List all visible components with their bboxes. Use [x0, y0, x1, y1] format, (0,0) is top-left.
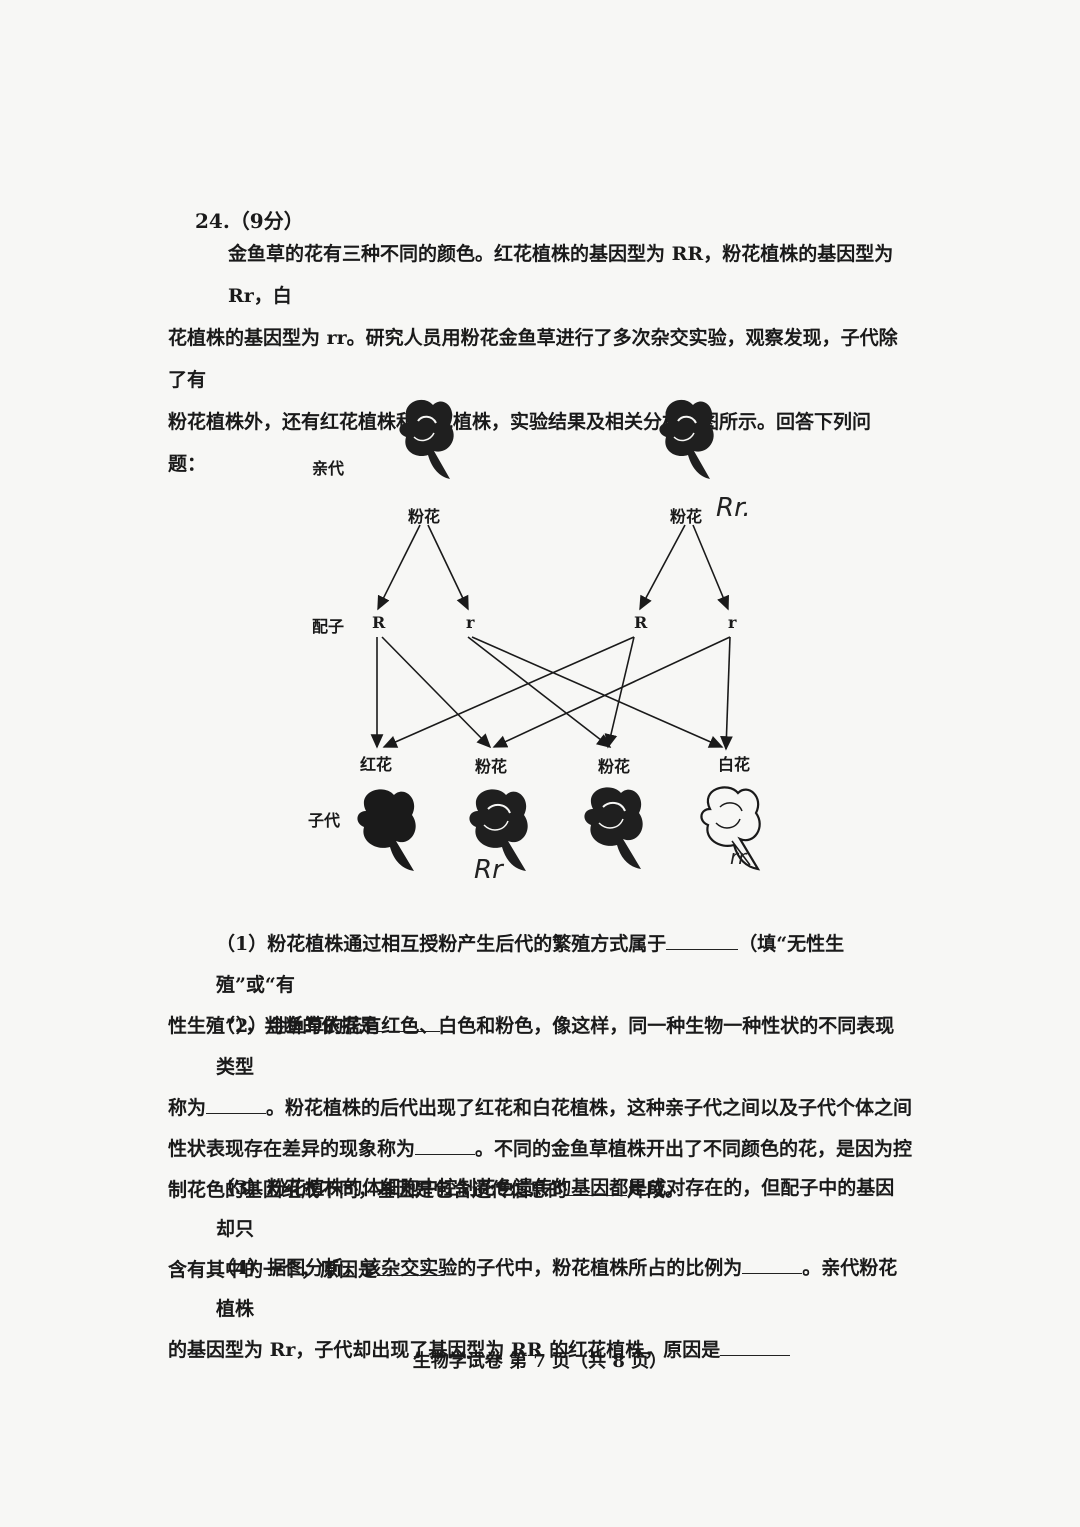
question-text: 称为: [168, 1097, 207, 1119]
handwritten-genotype: Rr: [474, 855, 503, 885]
question-text: 。粉花植株的后代出现了红花和白花植株，这种亲子代之间以及子代个体之间: [266, 1097, 913, 1119]
subquestion-line: （4）据图分析，该杂交实验的子代中，粉花植株所占的比例为。亲代粉花植株: [168, 1248, 913, 1330]
arrow-r2-pink1: [492, 636, 731, 748]
subquestion-2: （2）金鱼草的花有红色、白色和粉色，像这样，同一种生物一种性状的不同表现类型 称…: [168, 1006, 913, 1211]
arrow-p2-r: [692, 524, 729, 611]
answer-blank[interactable]: [378, 1009, 441, 1032]
question-text: 的基因型为 Rr，子代却出现了基因型为 RR 的红花植株，原因是: [168, 1339, 721, 1361]
question-text: 制花色的基因组成不同，基因是包含遗传信息的: [168, 1179, 568, 1201]
question-text: 。亲代粉花植株: [216, 1257, 898, 1320]
row-label-offspring: 子代: [308, 811, 341, 830]
subquestion-line: （3）粉花植株的体细胞中控制花色遗传的基因都是成对存在的，但配子中的基因却只: [168, 1168, 913, 1250]
offspring-flower-icon: [357, 789, 416, 871]
arrow-R-pink1: [381, 636, 492, 749]
arrow-p2-R: [639, 524, 686, 611]
arrow-r-white: [471, 636, 724, 748]
question-text: 片段。: [627, 1179, 685, 1201]
question-text: 性状表现存在差异的现象称为: [168, 1138, 416, 1160]
answer-blank[interactable]: [742, 1251, 803, 1274]
arrow-R2-pink2: [604, 636, 635, 749]
offspring-label: 红花: [360, 755, 393, 774]
question-text: （3）粉花植株的体细胞中控制花色遗传的基因都是成对存在的，但配子中的基因却只: [216, 1177, 895, 1240]
gamete-label: R: [634, 613, 648, 632]
offspring-label: 白花: [718, 755, 751, 774]
question-text: 含有其中的一个，原因是: [168, 1259, 378, 1281]
offspring-flower-icon: [584, 787, 643, 869]
question-text: 。不同的金鱼草植株开出了不同颜色的花，是因为控: [475, 1138, 913, 1160]
page-footer: 生物学试卷 第 7 页（共 8 页）: [412, 1351, 668, 1372]
answer-blank[interactable]: [666, 927, 739, 950]
handwritten-genotype: rr: [730, 845, 747, 869]
intro-line: 花植株的基因型为 rr。研究人员用粉花金鱼草进行了多次杂交实验，观察发现，子代除…: [168, 327, 898, 391]
offspring-flower-icon: [469, 789, 528, 871]
arrow-R2-red: [382, 636, 635, 748]
parent-label: 粉花: [408, 507, 441, 526]
handwritten-genotype: Rr.: [716, 493, 751, 523]
answer-blank[interactable]: [206, 1091, 267, 1114]
subquestion-3: （3）粉花植株的体细胞中控制花色遗传的基因都是成对存在的，但配子中的基因却只 含…: [168, 1168, 913, 1291]
subquestion-4: （4）据图分析，该杂交实验的子代中，粉花植株所占的比例为。亲代粉花植株 的基因型…: [168, 1248, 913, 1371]
offspring-label: 粉花: [598, 757, 631, 776]
cross-arrows: [370, 524, 733, 751]
row-label-gamete: 配子: [312, 617, 345, 636]
answer-blank[interactable]: [377, 1253, 444, 1276]
question-text: （1）粉花植株通过相互授粉产生后代的繁殖方式属于: [216, 933, 667, 955]
offspring-label: 粉花: [475, 757, 508, 776]
question-number: 24.（9分）: [195, 209, 304, 233]
parent-label: 粉花: [670, 507, 703, 526]
answer-blank[interactable]: [720, 1333, 791, 1356]
answer-blank[interactable]: [415, 1132, 476, 1155]
cross-diagram: 亲代 配子 子代 粉花 粉花 Rr. R r R r 红花 粉花 粉花 白花: [290, 385, 810, 895]
offspring-flower-icon: [700, 786, 761, 871]
question-intro: 金鱼草的花有三种不同的颜色。红花植株的基因型为 RR，粉花植株的基因型为 Rr，…: [168, 233, 908, 485]
gamete-label: R: [372, 613, 386, 632]
subquestion-line: 称为 。粉花植株的后代出现了红花和白花植株，这种亲子代之间以及子代个体之间: [168, 1088, 913, 1129]
gamete-label: r: [728, 613, 737, 632]
arrow-r-pink2: [467, 636, 612, 748]
intro-line: 金鱼草的花有三种不同的颜色。红花植株的基因型为 RR，粉花植株的基因型为 Rr，…: [228, 243, 894, 307]
subquestion-1: （1）粉花植株通过相互授粉产生后代的繁殖方式属于（填“无性生殖”或“有 性生殖”…: [168, 924, 913, 1047]
row-label-parent: 亲代: [312, 459, 345, 478]
parent-flower-icon: [659, 399, 714, 479]
subquestion-line: （2）金鱼草的花有红色、白色和粉色，像这样，同一种生物一种性状的不同表现类型: [168, 1006, 913, 1088]
arrow-p1-R: [377, 524, 421, 611]
subquestion-line: 的基因型为 Rr，子代却出现了基因型为 RR 的红花植株，原因是: [168, 1330, 913, 1371]
subquestion-line: 性状表现存在差异的现象称为 。不同的金鱼草植株开出了不同颜色的花，是因为控: [168, 1129, 913, 1170]
answer-blank[interactable]: [567, 1173, 628, 1196]
question-text: （填“无性生殖”或“有: [216, 933, 845, 996]
subquestion-line: （1）粉花植株通过相互授粉产生后代的繁殖方式属于（填“无性生殖”或“有: [168, 924, 913, 1006]
subquestion-line: 性生殖”），判断的依据是: [168, 1006, 913, 1047]
question-text: （4）据图分析，该杂交实验的子代中，粉花植株所占的比例为: [216, 1257, 743, 1279]
parent-flower-icon: [399, 399, 454, 479]
subquestion-line: 制花色的基因组成不同，基因是包含遗传信息的 片段。: [168, 1170, 913, 1211]
question-text: 性生殖”），判断的依据是: [168, 1015, 379, 1037]
arrow-p1-r: [427, 524, 469, 611]
question-text: （2）金鱼草的花有红色、白色和粉色，像这样，同一种生物一种性状的不同表现类型: [216, 1015, 895, 1078]
gamete-label: r: [466, 613, 475, 632]
arrow-r2-white: [720, 636, 733, 751]
subquestion-line: 含有其中的一个，原因是: [168, 1250, 913, 1291]
